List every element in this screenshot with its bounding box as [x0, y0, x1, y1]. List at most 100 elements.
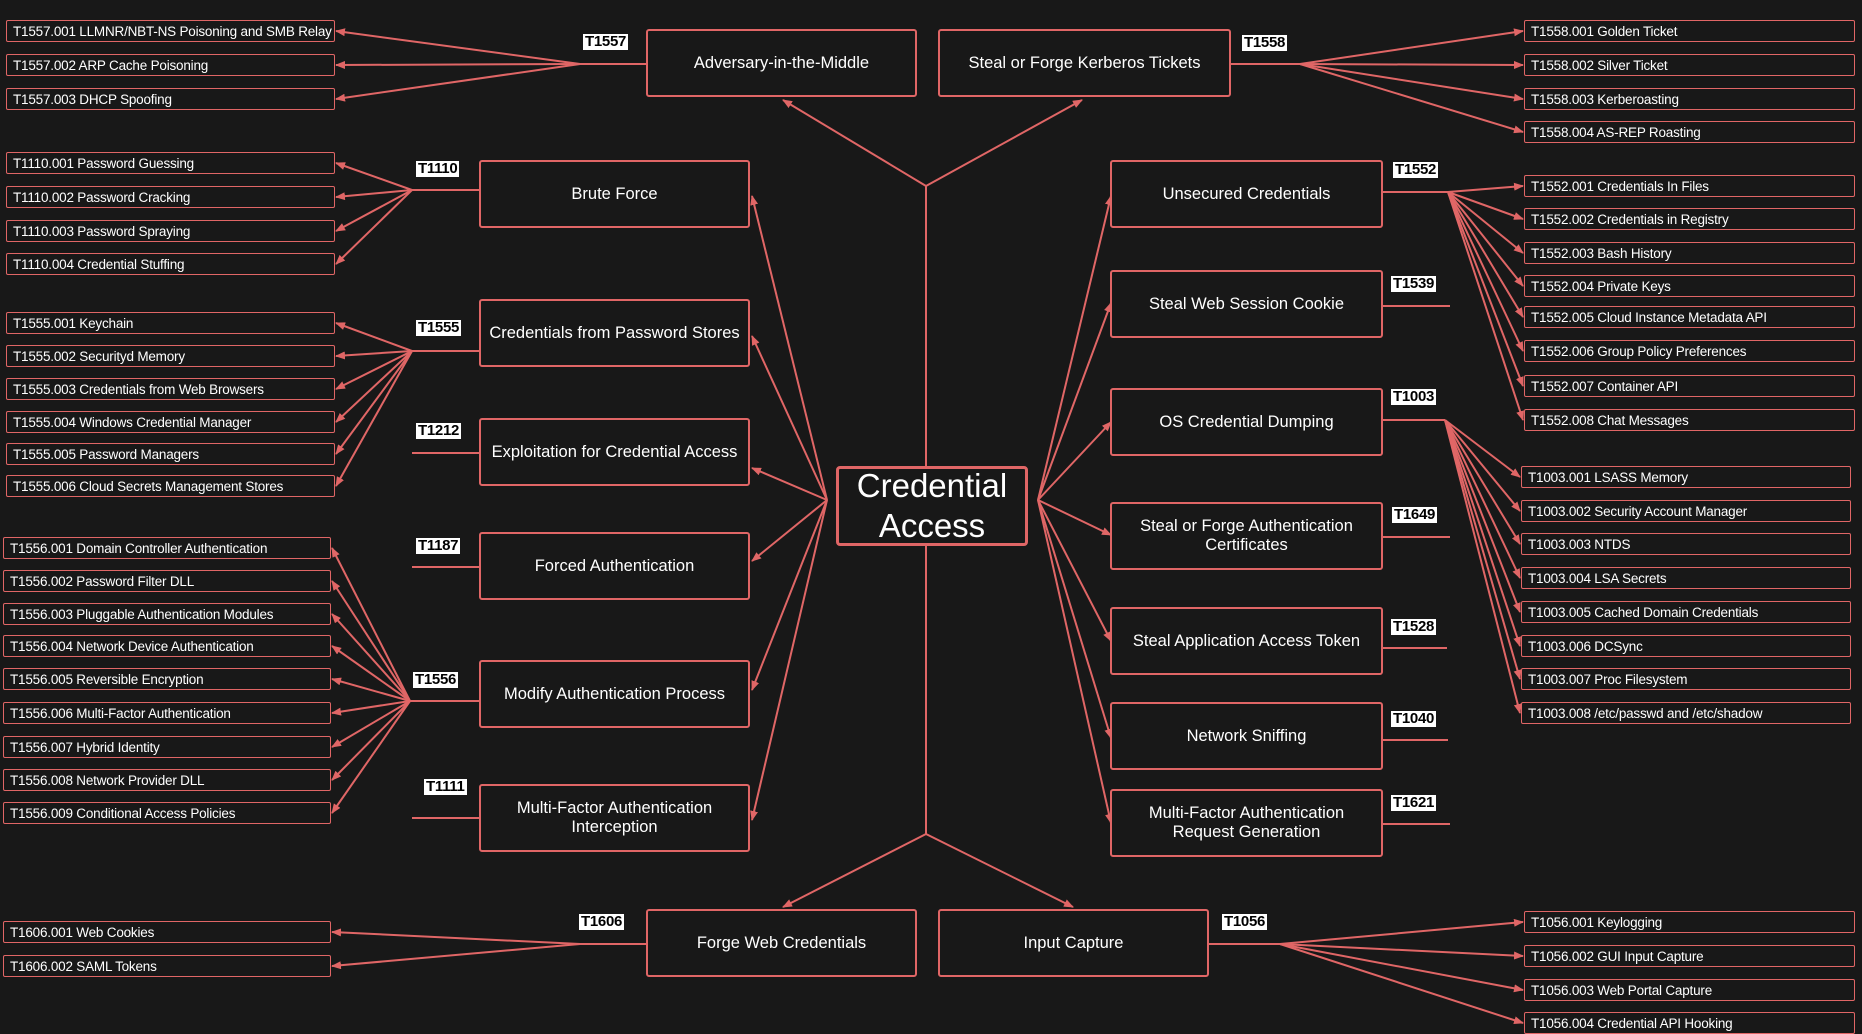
- subtechnique-modify-2[interactable]: T1556.002 Password Filter DLL: [3, 570, 331, 592]
- root-link-pwstores: [751, 335, 828, 501]
- subtechnique-brute-2[interactable]: T1110.002 Password Cracking: [6, 186, 335, 208]
- subtechnique-brute-3[interactable]: T1110.003 Password Spraying: [6, 220, 335, 242]
- subtechnique-osdump-1[interactable]: T1003.001 LSASS Memory: [1521, 466, 1851, 488]
- technique-node-webcreds[interactable]: Forge Web Credentials: [646, 909, 917, 977]
- subtechnique-modify-7[interactable]: T1556.007 Hybrid Identity: [3, 736, 331, 758]
- subtechnique-kerberos-4[interactable]: T1558.004 AS-REP Roasting: [1524, 121, 1855, 143]
- subtechnique-link: [1279, 943, 1524, 960]
- subtechnique-pwstores-4[interactable]: T1555.004 Windows Credential Manager: [6, 411, 335, 433]
- subtechnique-modify-5[interactable]: T1556.005 Reversible Encryption: [3, 668, 331, 690]
- subtechnique-osdump-4[interactable]: T1003.004 LSA Secrets: [1521, 567, 1851, 589]
- subtechnique-link: [1447, 191, 1524, 387]
- technique-node-apptoken[interactable]: Steal Application Access Token: [1110, 607, 1383, 675]
- subtechnique-osdump-2[interactable]: T1003.002 Security Account Manager: [1521, 500, 1851, 522]
- subtechnique-link: [331, 613, 411, 702]
- technique-node-sniff[interactable]: Network Sniffing: [1110, 702, 1383, 770]
- technique-id-tag: T1212: [416, 422, 462, 439]
- subtechnique-link: [335, 322, 413, 352]
- subtechnique-osdump-8[interactable]: T1003.008 /etc/passwd and /etc/shadow: [1521, 702, 1851, 724]
- subtechnique-modify-6[interactable]: T1556.006 Multi-Factor Authentication: [3, 702, 331, 724]
- technique-node-aitm[interactable]: Adversary-in-the-Middle: [646, 29, 917, 97]
- technique-id-tag: T1040: [1391, 710, 1437, 727]
- subtechnique-aitm-3[interactable]: T1557.003 DHCP Spoofing: [6, 88, 335, 110]
- subtechnique-link: [1447, 182, 1524, 193]
- subtechnique-pwstores-2[interactable]: T1555.002 Securityd Memory: [6, 345, 335, 367]
- subtechnique-link: [1444, 419, 1521, 478]
- subtechnique-kerberos-1[interactable]: T1558.001 Golden Ticket: [1524, 20, 1855, 42]
- subtechnique-modify-3[interactable]: T1556.003 Pluggable Authentication Modul…: [3, 603, 331, 625]
- technique-node-modify[interactable]: Modify Authentication Process: [479, 660, 750, 728]
- technique-node-cookie[interactable]: Steal Web Session Cookie: [1110, 270, 1383, 338]
- subtechnique-kerberos-2[interactable]: T1558.002 Silver Ticket: [1524, 54, 1855, 76]
- subtechnique-link: [1447, 191, 1524, 318]
- subtechnique-osdump-7[interactable]: T1003.007 Proc Filesystem: [1521, 668, 1851, 690]
- subtechnique-unsecured-1[interactable]: T1552.001 Credentials In Files: [1524, 175, 1855, 197]
- subtechnique-link: [1444, 419, 1521, 647]
- subtechnique-input-2[interactable]: T1056.002 GUI Input Capture: [1524, 945, 1855, 967]
- root-node[interactable]: Credential Access: [836, 466, 1028, 546]
- subtechnique-link: [1279, 918, 1524, 945]
- subtechnique-brute-1[interactable]: T1110.001 Password Guessing: [6, 152, 335, 174]
- subtechnique-link: [1447, 191, 1524, 421]
- technique-node-forced[interactable]: Forced Authentication: [479, 532, 750, 600]
- subtechnique-input-3[interactable]: T1056.003 Web Portal Capture: [1524, 979, 1855, 1001]
- technique-id-tag: T1187: [416, 537, 461, 554]
- technique-node-kerberos[interactable]: Steal or Forge Kerberos Tickets: [938, 29, 1231, 97]
- subtechnique-pwstores-5[interactable]: T1555.005 Password Managers: [6, 443, 335, 465]
- subtechnique-modify-4[interactable]: T1556.004 Network Device Authentication: [3, 635, 331, 657]
- subtechnique-osdump-6[interactable]: T1003.006 DCSync: [1521, 635, 1851, 657]
- subtechnique-kerberos-3[interactable]: T1558.003 Kerberoasting: [1524, 88, 1855, 110]
- subtechnique-link: [1447, 191, 1524, 352]
- subtechnique-input-4[interactable]: T1056.004 Credential API Hooking: [1524, 1012, 1855, 1034]
- subtechnique-input-1[interactable]: T1056.001 Keylogging: [1524, 911, 1855, 933]
- subtechnique-unsecured-8[interactable]: T1552.008 Chat Messages: [1524, 409, 1855, 431]
- root-link-unsecured: [1037, 195, 1113, 501]
- technique-id-tag: T1539: [1391, 275, 1437, 292]
- subtechnique-osdump-3[interactable]: T1003.003 NTDS: [1521, 533, 1851, 555]
- subtechnique-link: [331, 547, 411, 702]
- root-link-certs: [1037, 499, 1112, 536]
- subtechnique-pwstores-3[interactable]: T1555.003 Credentials from Web Browsers: [6, 378, 335, 400]
- subtechnique-unsecured-2[interactable]: T1552.002 Credentials in Registry: [1524, 208, 1855, 230]
- subtechnique-modify-1[interactable]: T1556.001 Domain Controller Authenticati…: [3, 537, 331, 559]
- subtechnique-unsecured-3[interactable]: T1552.003 Bash History: [1524, 242, 1855, 264]
- subtechnique-link: [331, 700, 411, 781]
- technique-node-input[interactable]: Input Capture: [938, 909, 1209, 977]
- subtechnique-modify-9[interactable]: T1556.009 Conditional Access Policies: [3, 802, 331, 824]
- subtechnique-aitm-1[interactable]: T1557.001 LLMNR/NBT-NS Poisoning and SMB…: [6, 20, 335, 42]
- technique-node-certs[interactable]: Steal or Forge Authentication Certificat…: [1110, 502, 1383, 570]
- technique-node-brute[interactable]: Brute Force: [479, 160, 750, 228]
- subtechnique-link: [1447, 191, 1524, 220]
- subtechnique-brute-4[interactable]: T1110.004 Credential Stuffing: [6, 253, 335, 275]
- subtechnique-modify-8[interactable]: T1556.008 Network Provider DLL: [3, 769, 331, 791]
- subtechnique-unsecured-6[interactable]: T1552.006 Group Policy Preferences: [1524, 340, 1855, 362]
- subtechnique-link: [1444, 419, 1521, 512]
- technique-node-mfaintercept[interactable]: Multi-Factor Authentication Interception: [479, 784, 750, 852]
- technique-node-mfarequest[interactable]: Multi-Factor Authentication Request Gene…: [1110, 789, 1383, 857]
- subtechnique-pwstores-6[interactable]: T1555.006 Cloud Secrets Management Store…: [6, 475, 335, 497]
- subtechnique-osdump-5[interactable]: T1003.005 Cached Domain Credentials: [1521, 601, 1851, 623]
- subtechnique-link: [335, 350, 413, 360]
- subtechnique-webcreds-2[interactable]: T1606.002 SAML Tokens: [3, 955, 331, 977]
- technique-node-pwstores[interactable]: Credentials from Password Stores: [479, 299, 750, 367]
- technique-node-osdump[interactable]: OS Credential Dumping: [1110, 388, 1383, 456]
- subtechnique-unsecured-7[interactable]: T1552.007 Container API: [1524, 375, 1855, 397]
- technique-node-exploit[interactable]: Exploitation for Credential Access: [479, 418, 750, 486]
- subtechnique-link: [1279, 943, 1524, 993]
- subtechnique-link: [335, 189, 413, 265]
- root-link-forced: [751, 499, 828, 562]
- root-link-osdump: [1037, 421, 1112, 501]
- subtechnique-link: [1444, 419, 1521, 545]
- subtechnique-pwstores-1[interactable]: T1555.001 Keychain: [6, 312, 335, 334]
- subtechnique-unsecured-4[interactable]: T1552.004 Private Keys: [1524, 275, 1855, 297]
- subtechnique-unsecured-5[interactable]: T1552.005 Cloud Instance Metadata API: [1524, 306, 1855, 328]
- root-link-mfarequest: [1037, 499, 1113, 824]
- subtechnique-link: [335, 350, 413, 423]
- technique-node-unsecured[interactable]: Unsecured Credentials: [1110, 160, 1383, 228]
- subtechnique-link: [335, 189, 413, 232]
- subtechnique-webcreds-1[interactable]: T1606.001 Web Cookies: [3, 921, 331, 943]
- subtechnique-aitm-2[interactable]: T1557.002 ARP Cache Poisoning: [6, 54, 335, 76]
- subtechnique-link: [335, 350, 413, 390]
- root-link-modify: [751, 499, 828, 691]
- root-link-cookie: [1037, 302, 1112, 501]
